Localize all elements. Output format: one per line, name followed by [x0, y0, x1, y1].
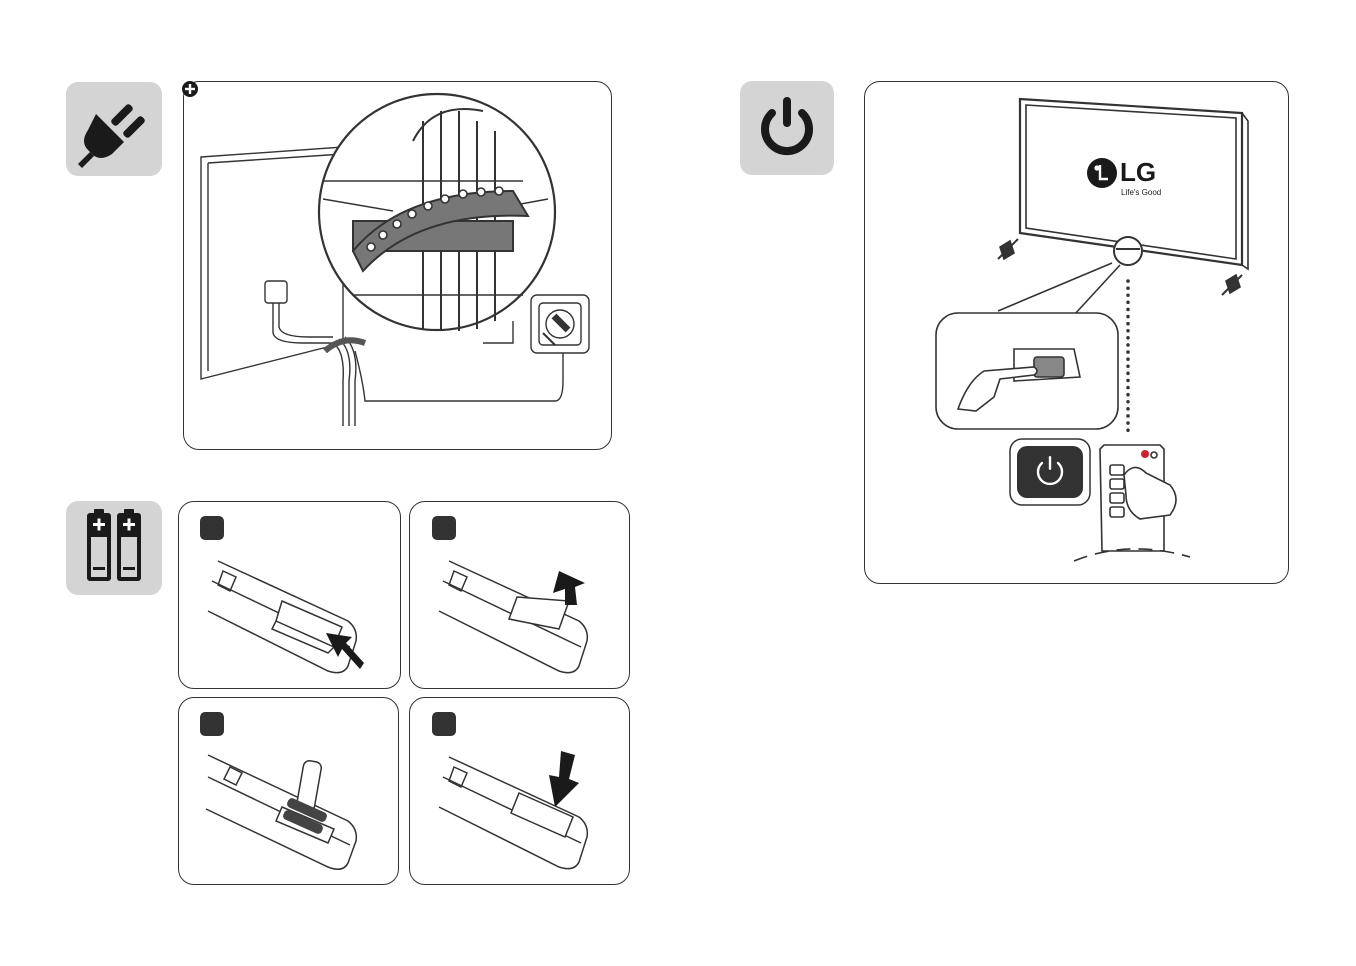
power-button-icon: [740, 81, 834, 175]
remote-close-cover-illustration: [409, 697, 628, 883]
brand-slogan: Life's Good: [1121, 188, 1161, 197]
power-plug-icon: [66, 82, 162, 176]
cable-tie-illustration: [183, 81, 610, 448]
power-button-tile: [740, 81, 834, 175]
power-plug-tile: [66, 82, 162, 176]
tv-power-illustration: [864, 81, 1287, 582]
remote-lift-cover-illustration: [409, 501, 628, 687]
remote-insert-batteries-illustration: [178, 697, 397, 883]
brand-logo-text: LG: [1120, 157, 1156, 187]
remote-open-cover-illustration: [178, 501, 399, 687]
batteries-tile: [66, 501, 162, 595]
batteries-icon: [66, 501, 162, 595]
brand-logo-icon: [1087, 158, 1117, 188]
